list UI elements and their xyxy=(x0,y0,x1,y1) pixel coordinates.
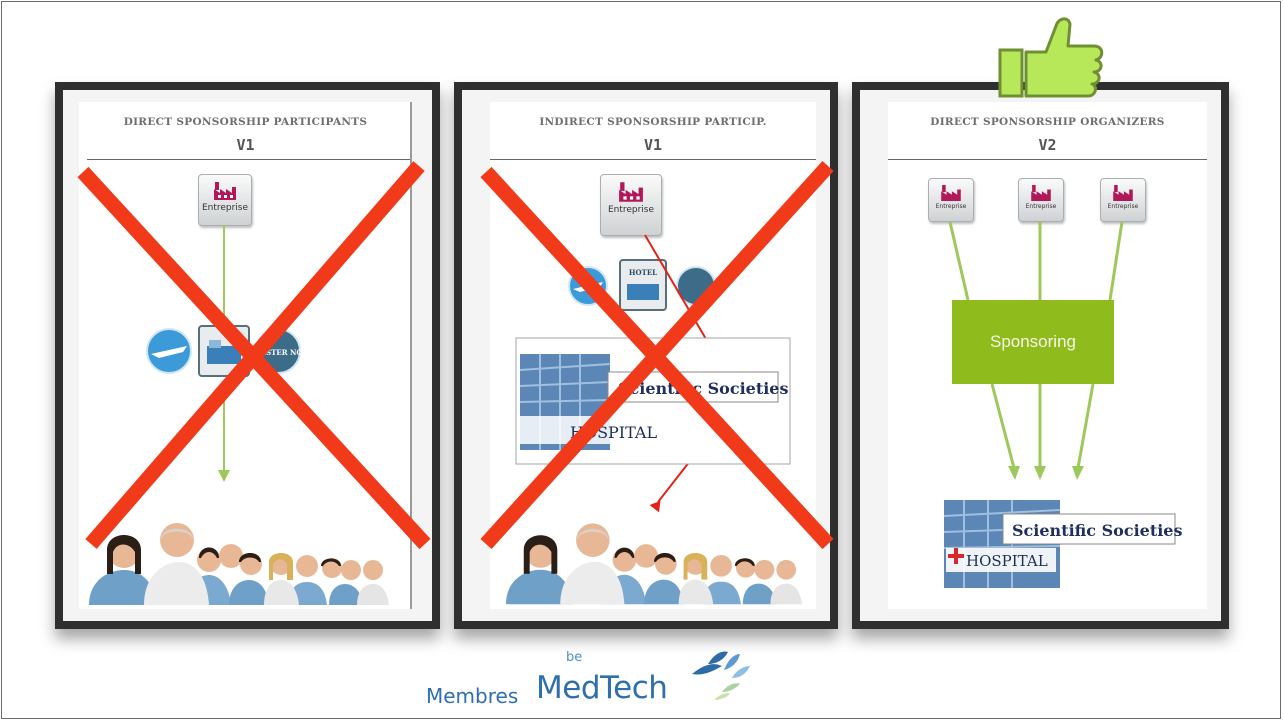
enterprise-label: Entreprise xyxy=(201,203,249,213)
logo-leaf-icon xyxy=(692,651,750,700)
hotel-icon: HOTEL xyxy=(619,259,667,311)
panel-3-divider xyxy=(888,159,1207,160)
factory-icon xyxy=(941,185,961,201)
hospital-sign: HOSPITAL xyxy=(966,552,1048,570)
panel-2-divider xyxy=(490,159,816,160)
panel-2-title: INDIRECT SPONSORSHIP PARTICIP. xyxy=(539,116,767,128)
enterprise-box-2: Entreprise xyxy=(1018,178,1064,222)
societies-label: Scientific Societies xyxy=(618,379,788,398)
panel-direct-organizers: DIRECT SPONSORSHIP ORGANIZERS V2 Entrepr… xyxy=(852,82,1229,629)
panel-3-title: DIRECT SPONSORSHIP ORGANIZERS xyxy=(930,116,1165,128)
societies-label: Scientific Societies xyxy=(1012,521,1182,540)
membres-medtech-logo: be Membres MedTech xyxy=(426,648,766,718)
panel-1-content: DIRECT SPONSORSHIP PARTICIPANTS V1 Entre… xyxy=(77,102,431,609)
panel-3-graphics: HOSPITAL Scientific Societies xyxy=(943,221,1182,588)
logo-membres-text: Membres xyxy=(426,684,519,708)
doctors-group-image xyxy=(506,523,802,605)
enterprise-label: Entreprise xyxy=(935,203,967,210)
logo-be-text: be xyxy=(566,650,583,665)
panel-3-content: DIRECT SPONSORSHIP ORGANIZERS V2 Entrepr… xyxy=(888,102,1207,609)
hotel-sign-text: HOTEL xyxy=(629,268,657,277)
enterprise-box: Entreprise xyxy=(198,174,252,226)
panel-2-version: V1 xyxy=(643,136,663,154)
factory-icon xyxy=(1031,185,1051,201)
flow-arrowhead xyxy=(218,470,230,482)
logo-medtech-text: MedTech xyxy=(536,670,668,706)
panel-2-content: INDIRECT SPONSORSHIP PARTICIP. V1 Entrep… xyxy=(480,102,834,609)
sponsoring-box: Sponsoring xyxy=(952,300,1114,384)
panel-3-version: V2 xyxy=(1038,136,1057,154)
panel-1-version: V1 xyxy=(236,136,255,154)
enterprise-label: Entreprise xyxy=(607,205,655,215)
enterprise-label: Entreprise xyxy=(1025,203,1057,210)
panel-direct-participants: DIRECT SPONSORSHIP PARTICIPANTS V1 Entre… xyxy=(55,82,440,629)
panel-1-side-rule xyxy=(410,102,412,609)
panel-1-title: DIRECT SPONSORSHIP PARTICIPANTS xyxy=(123,116,368,128)
reject-cross-mark xyxy=(77,161,431,550)
doctors-group-image xyxy=(89,523,389,605)
panel-indirect-participants: INDIRECT SPONSORSHIP PARTICIP. V1 Entrep… xyxy=(454,82,838,629)
enterprise-box-3: Entreprise xyxy=(1100,178,1146,222)
reject-cross-mark xyxy=(480,160,834,550)
register-now-text: REGISTER NOW xyxy=(246,348,311,357)
factory-icon xyxy=(214,182,236,200)
enterprise-box: Entreprise xyxy=(600,174,662,236)
societies-box: HOSPITAL Scientific Societies xyxy=(943,500,1182,588)
factory-icon xyxy=(1113,185,1133,201)
panel-1-divider xyxy=(87,159,412,160)
airplane-icon xyxy=(146,328,192,374)
thumbs-up-icon xyxy=(998,17,1104,98)
enterprise-box-1: Entreprise xyxy=(928,178,974,222)
flow-arrowhead-red xyxy=(649,500,661,513)
factory-icon xyxy=(619,182,643,202)
enterprise-label: Entreprise xyxy=(1107,203,1139,210)
